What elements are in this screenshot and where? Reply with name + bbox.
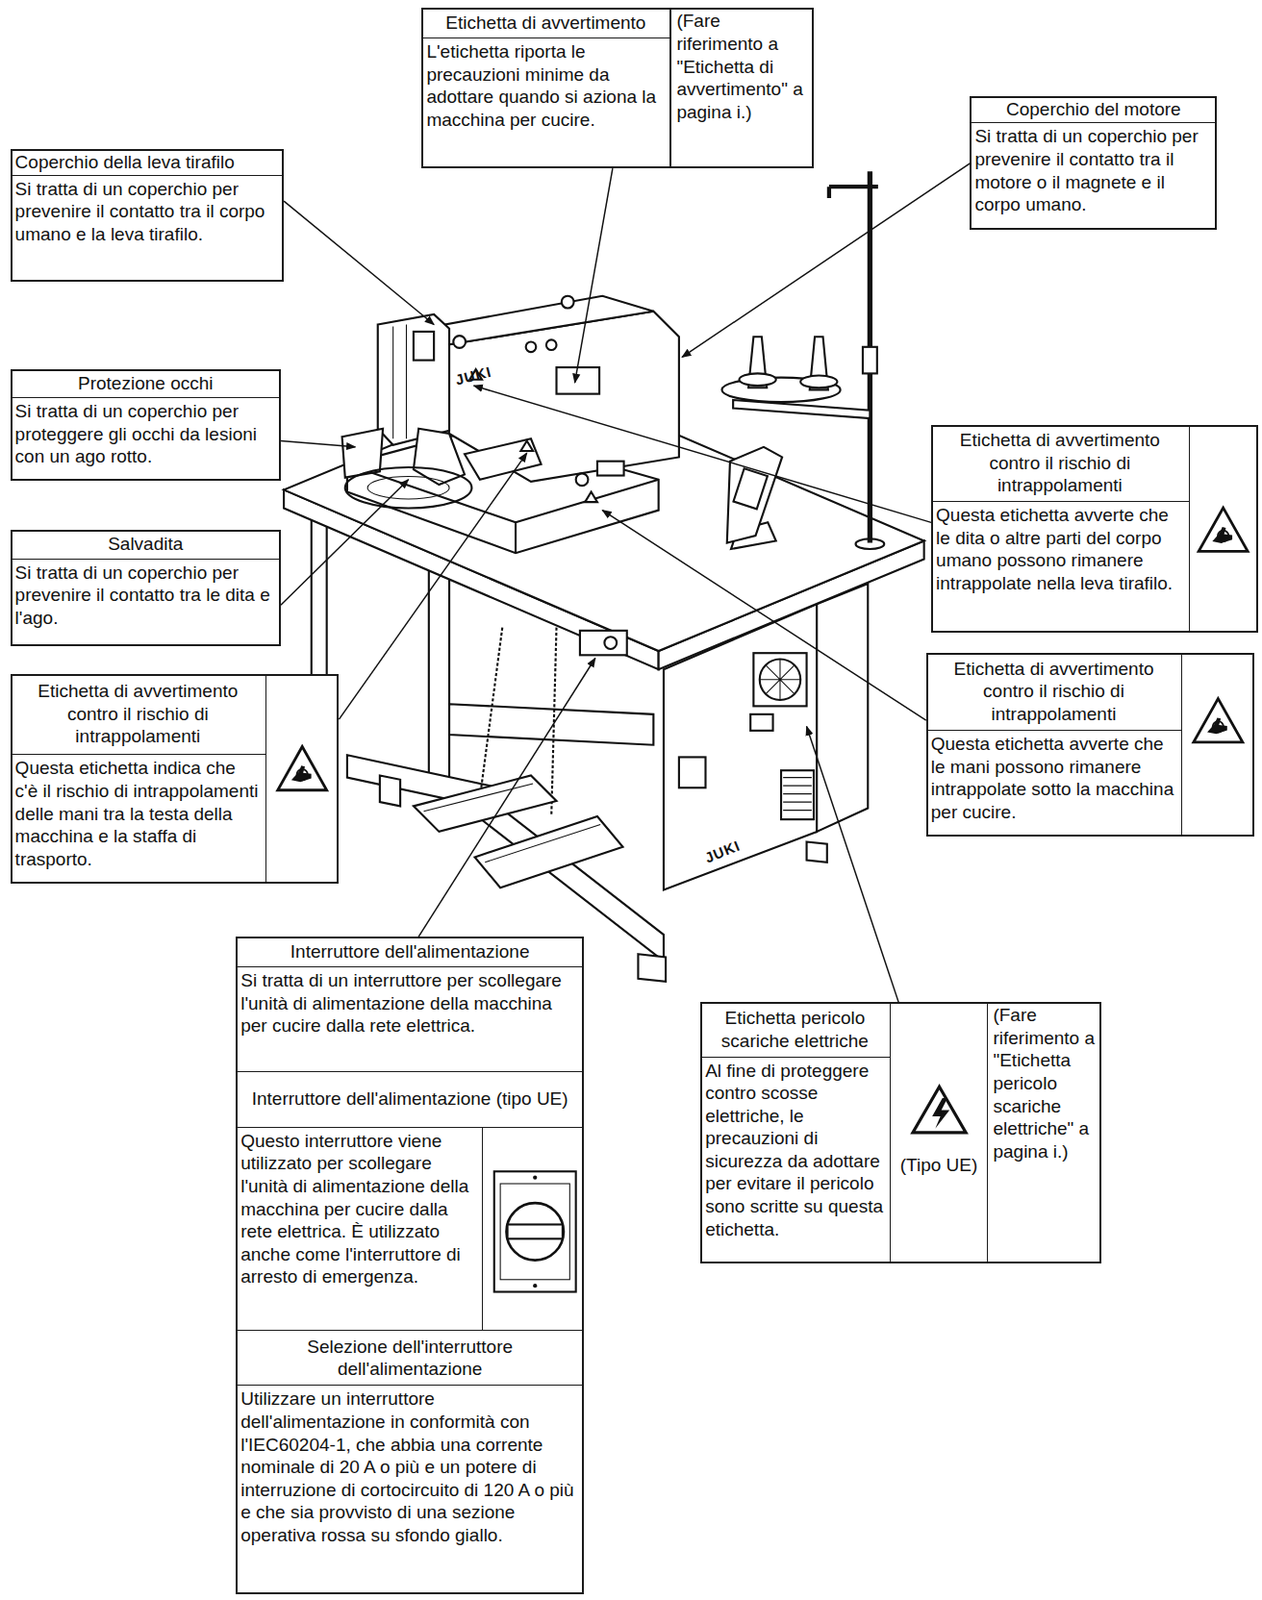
knob — [576, 473, 589, 486]
pole-clamp — [862, 347, 878, 375]
callout-text: Si tratta di un coperchio per proteggere… — [10, 398, 281, 481]
callout-heading: (Tipo UE) — [890, 1145, 988, 1187]
power-switch — [580, 631, 628, 656]
trap-label-callout: Etichetta di avvertimento contro il risc… — [926, 653, 1255, 837]
warning-label — [556, 367, 601, 395]
panel-screen — [733, 468, 768, 509]
side-panel — [679, 757, 707, 788]
small-label — [597, 461, 625, 477]
callout-heading: Protezione occhi — [10, 369, 281, 399]
trap-label-callout: Etichetta di avvertimento contro il risc… — [931, 425, 1259, 634]
leader-line — [418, 657, 596, 937]
label-marks — [469, 369, 598, 503]
face-plate — [393, 324, 407, 439]
spool — [800, 376, 837, 389]
finger-guard-callout: SalvaditaSi tratta di un coperchio per p… — [10, 530, 281, 647]
crossbar — [449, 704, 654, 745]
callout-text: Coperchio della leva tirafilo — [10, 149, 284, 177]
electric-label-callout: Etichetta pericolo scariche elettricheAl… — [700, 1002, 1102, 1264]
leader-lines — [280, 163, 971, 1003]
callout-text: Si tratta di un coperchio per prevenire … — [969, 123, 1217, 229]
pedal-ribs — [424, 783, 602, 863]
callout-heading: Etichetta pericolo scariche elettriche — [700, 1002, 890, 1058]
callout-text: (Fare riferimento a "Etichetta pericolo … — [986, 1002, 1102, 1264]
machine-head — [342, 296, 680, 554]
take-up-cover-callout: Coperchio della leva tirafiloSi tratta d… — [10, 149, 284, 282]
spool — [739, 373, 777, 386]
callout-text: Questa etichetta avverte che le mani pos… — [926, 731, 1183, 837]
motor-cover-callout: Coperchio del motoreSi tratta di un cope… — [969, 96, 1217, 230]
callout-heading: Interruttore dell'alimentazione — [235, 936, 584, 968]
operation-panel — [727, 447, 783, 550]
callout-text: Questa etichetta avverte che le dita o a… — [931, 502, 1190, 633]
electric-label — [750, 714, 773, 732]
callout-heading: Interruttore dell'alimentazione (tipo UE… — [235, 1072, 584, 1129]
thread-take-up-cover — [413, 331, 434, 361]
knob — [546, 339, 557, 351]
thread-stand — [721, 171, 884, 550]
callout-text: L'etichetta riporta le precauzioni minim… — [421, 38, 671, 169]
callout-text: Utilizzare un interruttore dell'alimenta… — [235, 1386, 584, 1595]
callout-heading: Etichetta di avvertimento contro il risc… — [926, 653, 1183, 732]
panel-body — [727, 447, 783, 544]
callout-text: Al fine di proteggere contro scosse elet… — [700, 1058, 890, 1264]
fan-grille — [753, 653, 807, 707]
leader-line — [474, 385, 933, 523]
callout-text: Questo interruttore viene utilizzato per… — [235, 1128, 483, 1331]
fan — [759, 659, 801, 701]
leader-line — [280, 440, 355, 447]
callout-text: Questa etichetta indica che c'è il risch… — [10, 755, 267, 884]
knob — [526, 342, 537, 354]
switch-knob — [604, 636, 617, 650]
thread-guide-arm — [829, 186, 879, 199]
callout-text: Si tratta di un coperchio per prevenire … — [10, 559, 281, 647]
pedal — [413, 776, 557, 833]
work-clamp — [345, 467, 473, 508]
tension-knob — [561, 296, 575, 309]
callout-text: Si tratta di un interruttore per scolleg… — [235, 967, 584, 1072]
leader-line — [280, 479, 409, 606]
power-switch-callout: Interruttore dell'alimentazioneSi tratta… — [235, 936, 584, 1595]
leader-line — [681, 163, 970, 358]
treadles — [413, 628, 624, 889]
callout-heading: Salvadita — [10, 530, 281, 560]
pedal — [475, 816, 624, 888]
fan-blades — [759, 659, 801, 701]
leader-line — [338, 453, 527, 720]
spool-arm — [732, 400, 870, 419]
leader-line — [807, 727, 900, 1004]
warning-label-callout: Etichetta di avvertimentoL'etichetta rip… — [421, 7, 814, 169]
callout-text: Si tratta di un coperchio per prevenire … — [10, 176, 284, 282]
cabinet-side — [816, 583, 868, 833]
leader-line — [602, 510, 926, 722]
machine-head-front — [378, 314, 450, 446]
vent — [781, 770, 814, 820]
callout-text: (Fare riferimento a "Etichetta di avvert… — [670, 7, 814, 169]
callout-heading: Etichetta di avvertimento — [421, 7, 671, 39]
callout-heading: Selezione dell'interruttore dell'aliment… — [235, 1330, 584, 1387]
callout-heading: Coperchio del motore — [969, 96, 1217, 125]
trap-label-callout: Etichetta di avvertimento contro il risc… — [10, 674, 340, 885]
eye-guard-callout: Protezione occhiSi tratta di un coperchi… — [10, 369, 281, 481]
callout-heading: Etichetta di avvertimento contro il risc… — [10, 674, 267, 757]
leader-line — [283, 201, 434, 325]
leader-line — [575, 168, 613, 383]
vent-slots — [782, 778, 812, 811]
callout-heading: Etichetta di avvertimento contro il risc… — [931, 425, 1190, 504]
tension-knob — [453, 335, 466, 349]
presser — [413, 429, 465, 485]
